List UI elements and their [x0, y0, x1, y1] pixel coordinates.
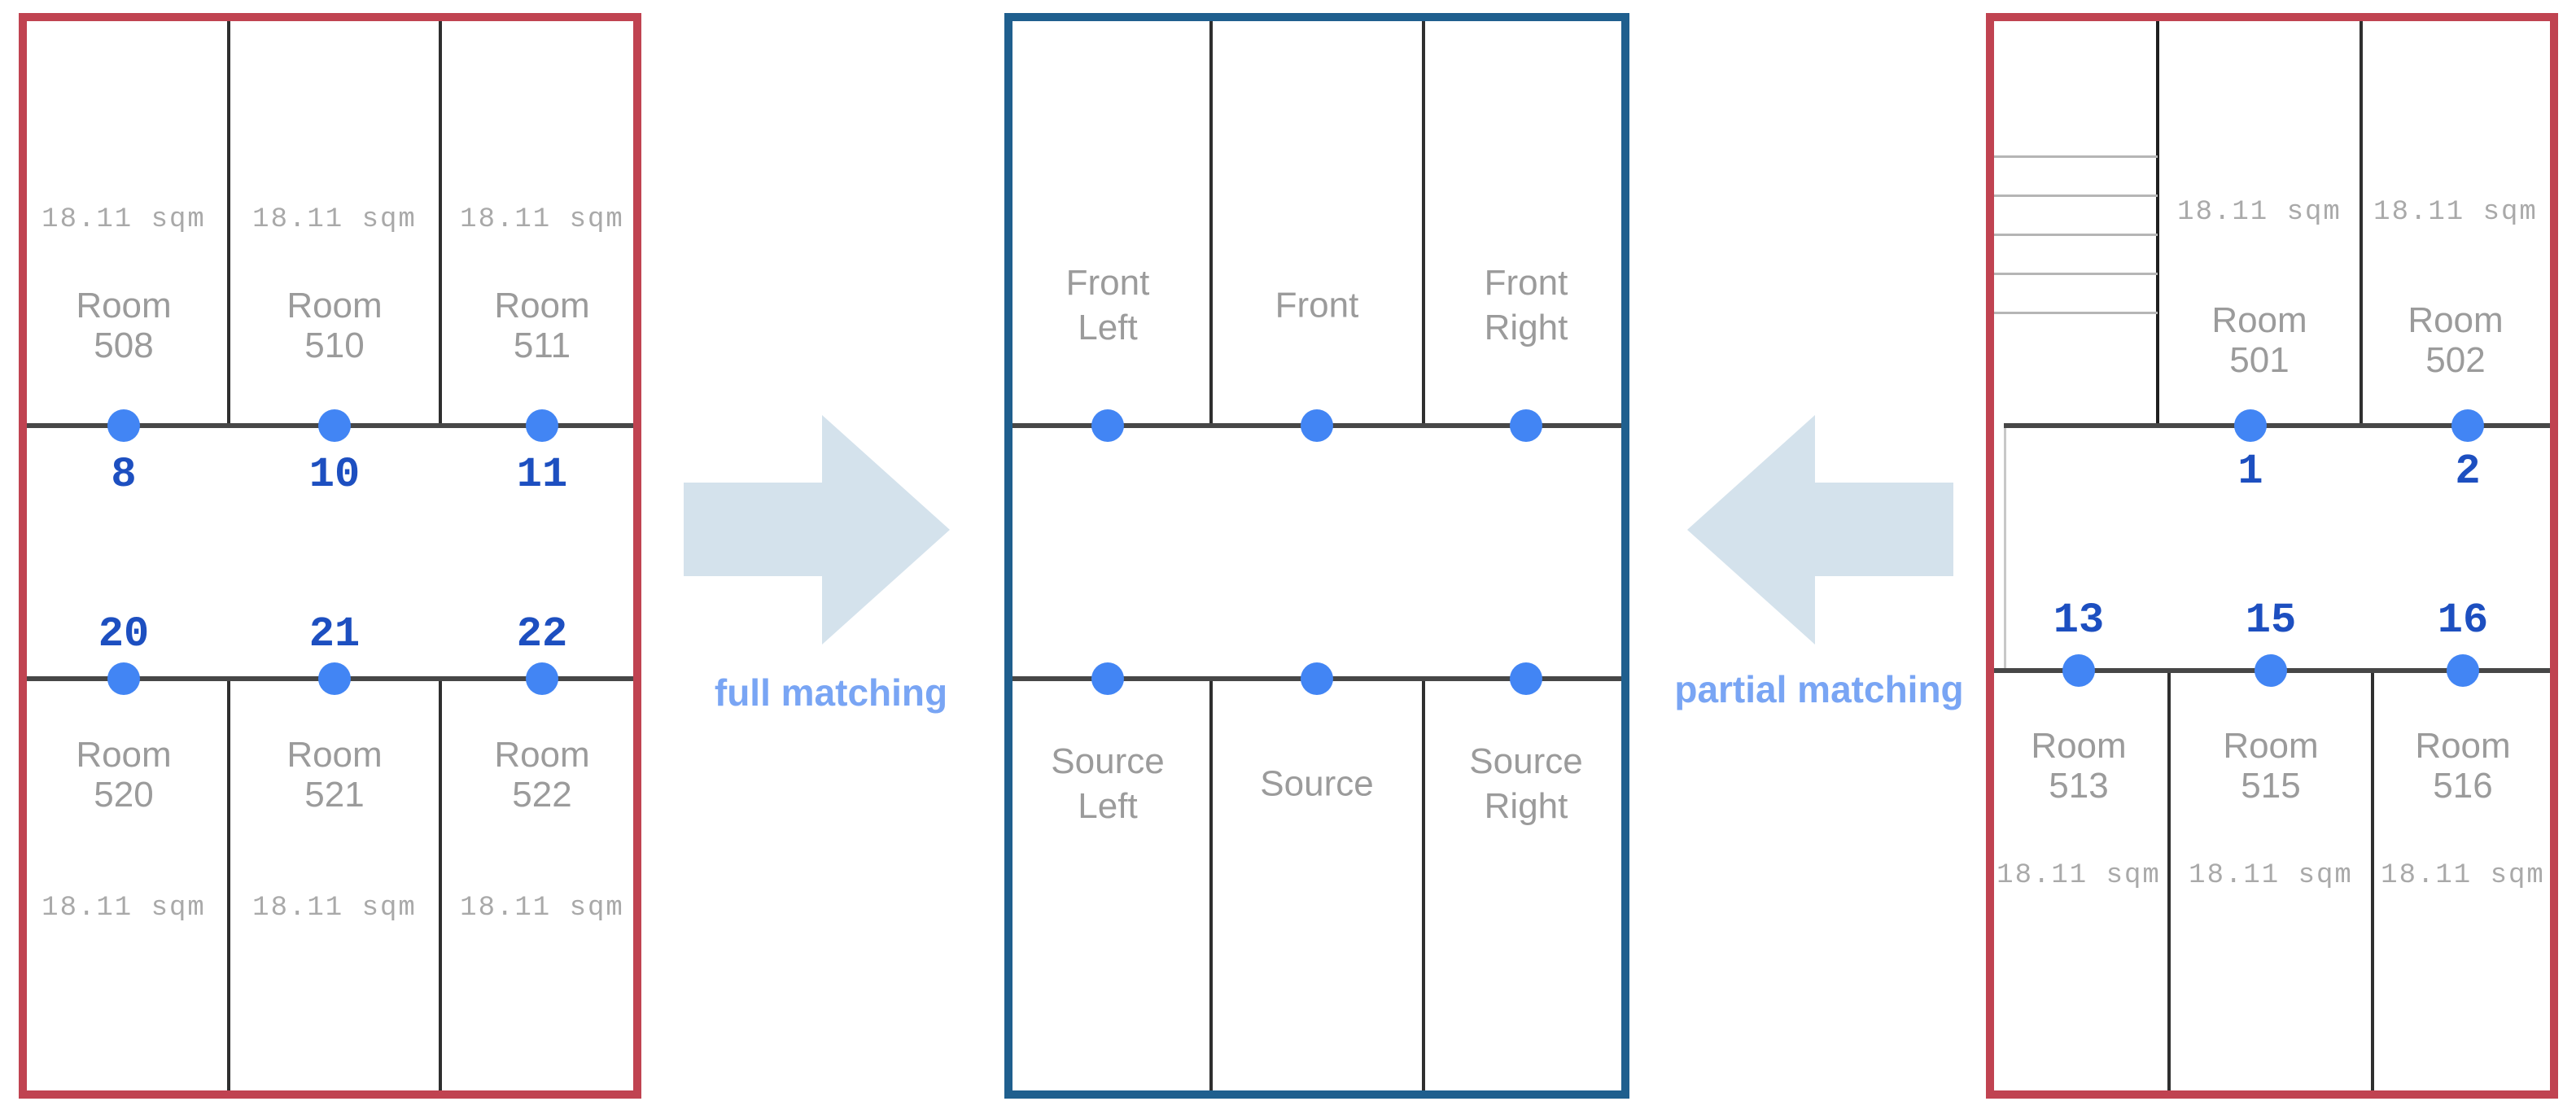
- section-divider: [1422, 21, 1425, 426]
- section-label-source-left: Source Left: [1051, 741, 1165, 826]
- stair-line: [1994, 155, 2158, 158]
- match-point-id: 11: [516, 451, 568, 499]
- stair-line: [1994, 312, 2158, 314]
- match-point-dot: [2062, 654, 2095, 687]
- match-point-dot: [2451, 409, 2484, 442]
- room-divider: [227, 21, 230, 426]
- room-divider: [2371, 673, 2374, 1090]
- room-divider: [439, 21, 442, 426]
- match-point-dot: [1091, 662, 1124, 695]
- room-area: 18.11 sqm: [2373, 197, 2538, 228]
- stair-line: [1994, 234, 2158, 236]
- wall-line: [2004, 423, 2550, 428]
- room-area: 18.11 sqm: [2189, 860, 2353, 891]
- stair-line: [1994, 273, 2158, 275]
- match-point-dot: [1510, 662, 1542, 695]
- section-label-source: Source: [1260, 763, 1374, 804]
- room-divider: [2167, 673, 2171, 1090]
- room-area: 18.11 sqm: [2381, 860, 2545, 891]
- match-point-dot: [1091, 409, 1124, 442]
- corridor-wall: [2004, 428, 2006, 671]
- section-label-source-right: Source Right: [1469, 741, 1583, 826]
- match-point-dot: [526, 662, 558, 695]
- stair-line: [1994, 194, 2158, 197]
- match-point-dot: [2255, 654, 2287, 687]
- section-label-front-left: Front Left: [1065, 263, 1150, 347]
- room-area: 18.11 sqm: [252, 204, 417, 235]
- match-point-id: 21: [308, 610, 361, 658]
- room-area: 18.11 sqm: [2177, 197, 2342, 228]
- match-point-dot: [2447, 654, 2479, 687]
- match-point-dot: [107, 662, 140, 695]
- full-matching-arrow-icon: [684, 415, 950, 645]
- match-point-id: 15: [2245, 597, 2297, 645]
- partial-matching-label: partial matching: [1674, 668, 1964, 710]
- room-area: 18.11 sqm: [460, 204, 624, 235]
- section-label-front: Front: [1275, 285, 1359, 326]
- match-point-id: 10: [308, 451, 361, 499]
- section-label-front-right: Front Right: [1484, 263, 1568, 347]
- match-point-dot: [1301, 409, 1333, 442]
- room-divider: [439, 681, 442, 1090]
- room-area: 18.11 sqm: [42, 204, 206, 235]
- match-point-id: 22: [516, 610, 568, 658]
- room-divider: [227, 681, 230, 1090]
- match-point-dot: [318, 662, 351, 695]
- room-divider: [2360, 21, 2363, 426]
- section-divider: [1209, 681, 1213, 1090]
- section-divider: [1209, 21, 1213, 426]
- match-point-id: 20: [98, 610, 150, 658]
- match-point-dot: [1301, 662, 1333, 695]
- staircase-wall: [2156, 21, 2159, 426]
- match-point-dot: [526, 409, 558, 442]
- room-area: 18.11 sqm: [460, 893, 624, 924]
- room-area: 18.11 sqm: [42, 893, 206, 924]
- room-area: 18.11 sqm: [252, 893, 417, 924]
- match-point-id: 16: [2437, 597, 2489, 645]
- match-point-dot: [318, 409, 351, 442]
- room-area: 18.11 sqm: [1997, 860, 2161, 891]
- partial-matching-arrow-icon: [1687, 415, 1953, 645]
- match-point-dot: [107, 409, 140, 442]
- template-panel: Front Left Front Front Right Source Left…: [1004, 13, 1629, 1099]
- match-point-id: 1: [2237, 448, 2263, 496]
- match-point-id: 13: [2053, 597, 2105, 645]
- full-matching-label: full matching: [714, 671, 948, 714]
- match-point-dot: [1510, 409, 1542, 442]
- match-point-dot: [2234, 409, 2267, 442]
- section-divider: [1422, 681, 1425, 1090]
- match-point-id: 2: [2455, 448, 2481, 496]
- match-point-id: 8: [111, 451, 137, 499]
